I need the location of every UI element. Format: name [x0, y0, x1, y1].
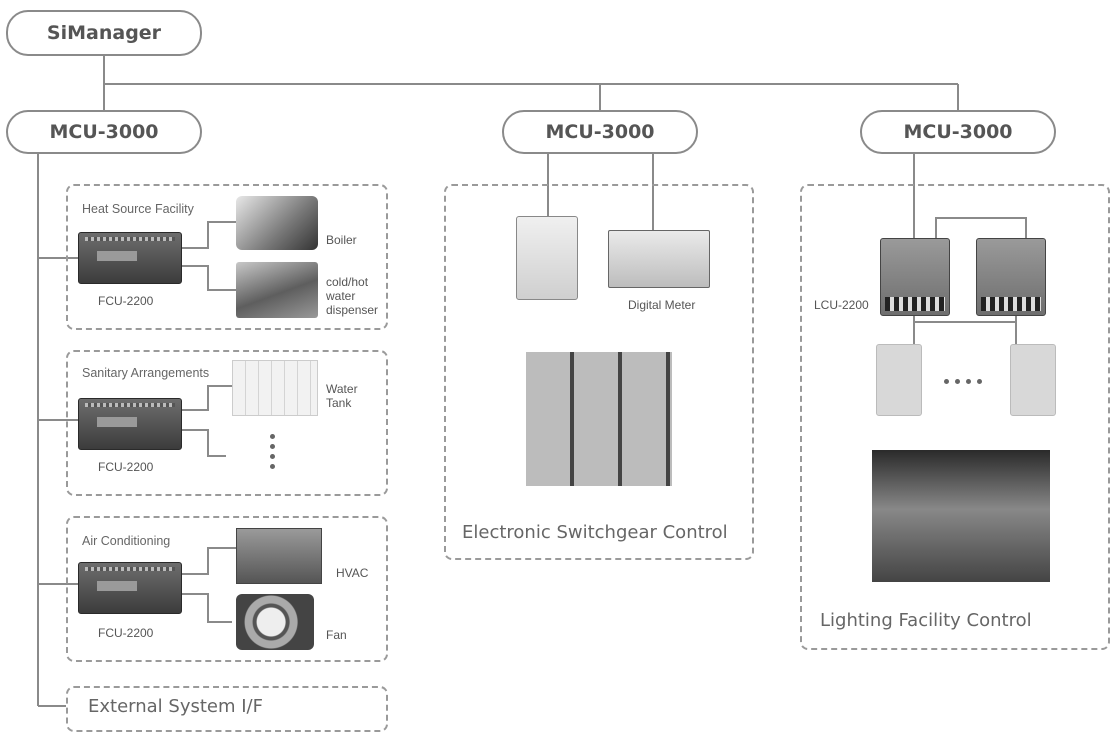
lcu-controller-image — [976, 238, 1046, 316]
lighting-hall-image — [872, 450, 1050, 582]
air-conditioning-group — [66, 516, 388, 662]
fcu-controller-image — [78, 232, 182, 284]
hvac-unit-image — [236, 528, 322, 584]
switch-panel-image — [876, 344, 922, 416]
simanager-node: SiManager — [6, 10, 202, 56]
group-title: Air Conditioning — [82, 534, 171, 548]
simanager-label: SiManager — [46, 22, 162, 44]
group-title: Sanitary Arrangements — [82, 366, 210, 380]
lcu-controller-image — [880, 238, 950, 316]
protection-relay-image — [516, 216, 578, 300]
more-devices-dots — [270, 434, 276, 474]
mcu-label: MCU-3000 — [545, 121, 655, 143]
device-label: cold/hot water dispenser — [326, 275, 379, 317]
device-label: Water Tank — [326, 382, 358, 410]
fcu-label: FCU-2200 — [98, 294, 154, 308]
mcu-label: MCU-3000 — [49, 121, 159, 143]
heat-source-group — [66, 184, 388, 330]
switchgear-title: Electronic Switchgear Control — [462, 522, 728, 543]
fan-image — [236, 594, 314, 650]
external-system-label: External System I/F — [88, 696, 263, 717]
mcu-node-switchgear: MCU-3000 — [502, 110, 698, 154]
device-label: Boiler — [326, 233, 357, 247]
lighting-group — [800, 184, 1110, 650]
switch-panel-image — [1010, 344, 1056, 416]
fcu-label: FCU-2200 — [98, 460, 154, 474]
boiler-image — [236, 196, 318, 250]
mcu-node-lighting: MCU-3000 — [860, 110, 1056, 154]
group-title: Heat Source Facility — [82, 202, 194, 216]
mcu-node-hvac: MCU-3000 — [6, 110, 202, 154]
fcu-controller-image — [78, 398, 182, 450]
fcu-controller-image — [78, 562, 182, 614]
fcu-label: FCU-2200 — [98, 626, 154, 640]
more-panels-dots — [944, 379, 982, 384]
device-label: HVAC — [336, 566, 369, 580]
mcu-label: MCU-3000 — [903, 121, 1013, 143]
device-label: Fan — [326, 628, 347, 642]
external-system-box — [66, 686, 388, 732]
lighting-title: Lighting Facility Control — [820, 610, 1032, 631]
digital-meter-label: Digital Meter — [628, 298, 696, 312]
digital-meter-image — [608, 230, 710, 288]
lcu-label: LCU-2200 — [814, 298, 869, 312]
water-tank-image — [232, 360, 318, 416]
sanitary-group — [66, 350, 388, 496]
switchgear-panel-image — [526, 352, 672, 486]
water-dispenser-image — [236, 262, 318, 318]
switchgear-group — [444, 184, 754, 560]
